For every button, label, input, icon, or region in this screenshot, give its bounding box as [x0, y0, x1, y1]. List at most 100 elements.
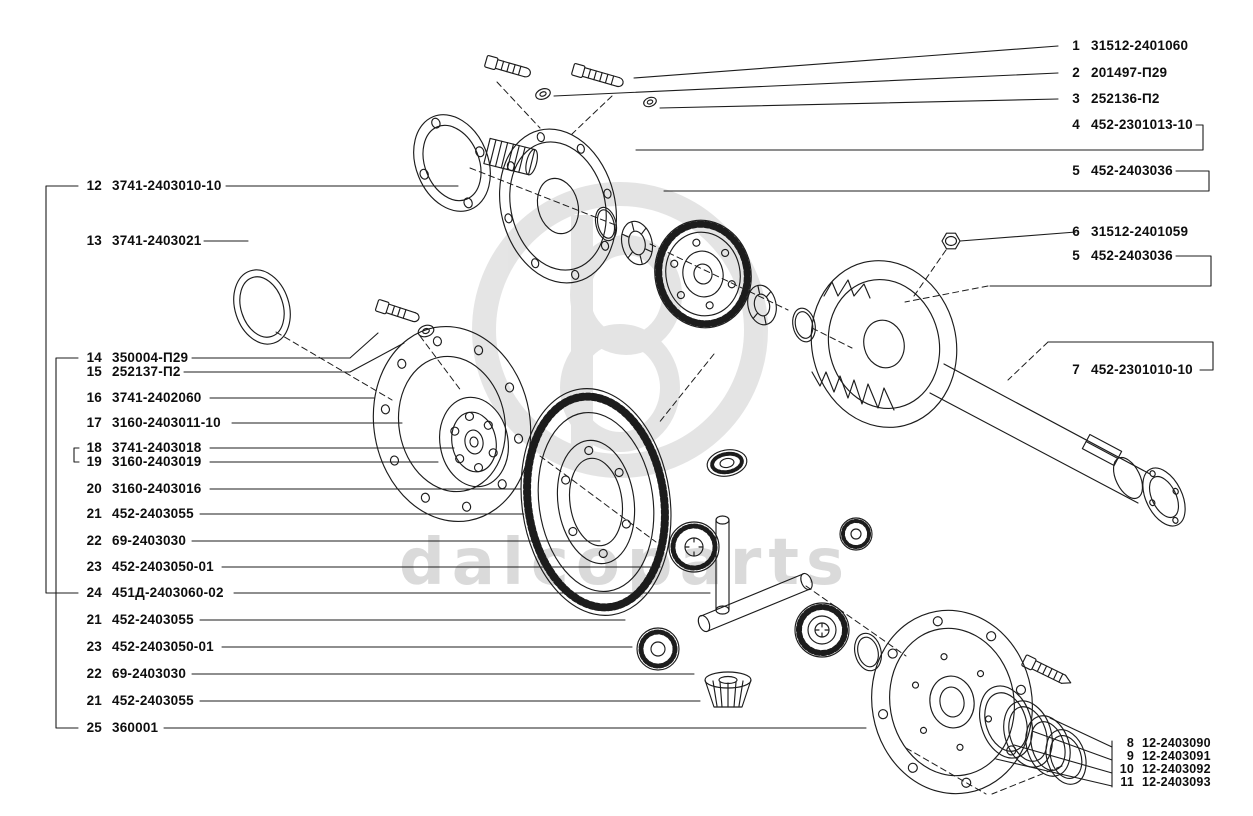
part-number: 20: [86, 481, 102, 496]
washer-ring-icon: [853, 632, 883, 672]
leader-lines: [45, 45, 1214, 788]
drive-pinion-gear: [794, 602, 850, 658]
part-number: 7: [1072, 362, 1080, 377]
part-code: 69-2403030: [112, 666, 187, 681]
part-number: 21: [86, 693, 102, 708]
part-code: 3160-2403019: [112, 454, 202, 469]
part-code: 452-2403055: [112, 693, 194, 708]
part-label-17: 17 3160-2403011-10: [80, 415, 221, 431]
small-gear-icon: [839, 517, 873, 551]
part-number: 12: [86, 178, 102, 193]
construction-lines: [275, 81, 1063, 795]
part-code: 452-2403036: [1091, 248, 1173, 263]
part-number: 13: [86, 233, 102, 248]
part-number: 19: [86, 454, 102, 469]
part-number: 16: [86, 390, 102, 405]
part-label-25: 25 360001: [80, 720, 158, 736]
flange-bolt-icon: [571, 63, 624, 88]
part-number: 23: [86, 639, 102, 654]
part-number: 3: [1072, 91, 1080, 106]
part-label-16: 16 3741-2402060: [80, 390, 202, 406]
part-number: 8: [1126, 736, 1134, 750]
part-label-23b: 23 452-2403050-01: [80, 639, 214, 655]
part-code: 12-2403091: [1142, 749, 1211, 763]
part-number: 23: [86, 559, 102, 574]
part-code: 252136-П2: [1091, 91, 1160, 106]
part-code: 452-2403050-01: [112, 639, 214, 654]
part-code: 3160-2403016: [112, 481, 202, 496]
axle-housing: [810, 260, 1186, 527]
part-code: 3741-2403010-10: [112, 178, 222, 193]
part-code: 69-2403030: [112, 533, 187, 548]
part-number: 21: [86, 506, 102, 521]
part-number: 2: [1072, 65, 1080, 80]
part-number: 18: [86, 440, 102, 455]
crown-wheel-gear: [520, 388, 672, 616]
part-code: 360001: [112, 720, 159, 735]
part-code: 31512-2401060: [1091, 38, 1189, 53]
differential-drive-gear: [654, 219, 752, 329]
part-number: 5: [1072, 248, 1080, 263]
flange-bolt-icon: [484, 55, 531, 78]
watermark-emblem-icon: [472, 182, 768, 478]
part-code: 451Д-2403060-02: [112, 585, 224, 600]
thrust-washer-icon: [706, 449, 748, 477]
part-code: 452-2301013-10: [1091, 117, 1193, 132]
part-label-21a: 21 452-2403055: [80, 506, 194, 522]
oil-seal-icon: [233, 269, 291, 345]
lock-washer-icon: [643, 96, 657, 108]
o-ring-icon: [594, 206, 618, 242]
part-code: 452-2403050-01: [112, 559, 214, 574]
part-number: 6: [1072, 224, 1080, 239]
part-label-19: 19 3160-2403019: [80, 454, 202, 470]
part-label-22a: 22 69-2403030: [80, 533, 186, 549]
hub-flange-plate: [372, 325, 532, 523]
nut-icon: [941, 232, 961, 250]
part-number: 5: [1072, 163, 1080, 178]
part-label-12: 12 3741-2403010-10: [80, 178, 222, 194]
part-number: 15: [86, 364, 102, 379]
spring-pad-icon: [1081, 433, 1123, 467]
part-number: 22: [86, 533, 102, 548]
bearing-retainer-plate: [498, 128, 618, 284]
part-code: 452-2403036: [1091, 163, 1173, 178]
hub-bolt-icon: [374, 299, 420, 323]
bevel-gear-icon: [704, 671, 752, 708]
part-code: 201497-П29: [1091, 65, 1168, 80]
part-code: 452-2403055: [112, 506, 194, 521]
part-label-6: 6 31512-2401059: [1066, 224, 1188, 240]
part-code: 31512-2401059: [1091, 224, 1189, 239]
part-code: 3741-2402060: [112, 390, 202, 405]
bearing-icon: [747, 284, 777, 326]
part-number: 25: [86, 720, 102, 735]
part-label-3: 3 252136-П2: [1066, 91, 1160, 107]
part-number: 14: [86, 350, 102, 365]
part-number: 10: [1119, 762, 1134, 776]
part-number: 17: [86, 415, 102, 430]
part-number: 11: [1120, 775, 1134, 789]
part-label-23a: 23 452-2403050-01: [80, 559, 214, 575]
part-label-5b: 5 452-2403036: [1066, 248, 1173, 264]
bearing-ring-stack: [979, 685, 1087, 785]
part-code: 12-2403092: [1142, 762, 1211, 776]
carrier-bolt-icon: [1021, 654, 1072, 684]
part-code: 3160-2403011-10: [112, 415, 221, 430]
part-label-20: 20 3160-2403016: [80, 481, 202, 497]
part-label-10: 10 12-2403092: [1116, 763, 1211, 776]
